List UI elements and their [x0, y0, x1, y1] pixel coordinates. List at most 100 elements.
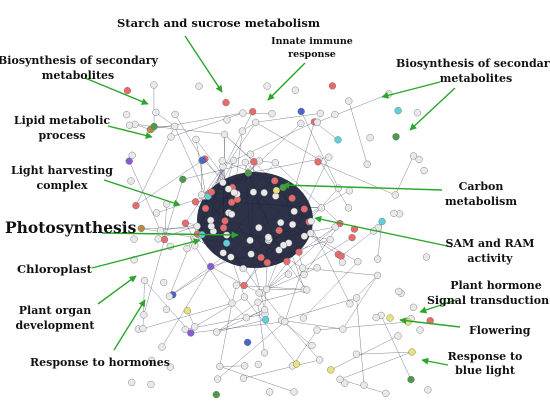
network-node: [326, 236, 334, 244]
network-node: [198, 191, 206, 199]
network-graph: [122, 81, 434, 399]
label-carbon-line1: Carbon: [459, 180, 504, 193]
network-node: [363, 160, 371, 168]
arrow-hormones: [113, 299, 146, 351]
network-edge: [308, 221, 351, 304]
network-node: [297, 119, 305, 128]
network-node: [346, 300, 354, 308]
network-node: [148, 356, 156, 365]
network-node: [241, 158, 249, 167]
network-edge: [317, 93, 389, 123]
network-edge: [316, 321, 409, 331]
network-node: [125, 157, 133, 165]
network-edge: [380, 315, 412, 380]
network-edge: [210, 266, 260, 294]
network-node: [140, 276, 149, 285]
label-blue-line1: Response to: [448, 350, 523, 363]
network-edge: [341, 230, 374, 257]
label-light-line1: Light harvesting: [11, 164, 113, 177]
network-node: [207, 216, 215, 224]
network-node: [313, 118, 321, 126]
network-node: [378, 217, 386, 226]
network-node: [239, 374, 248, 382]
network-node: [264, 233, 272, 241]
network-edge: [204, 158, 224, 183]
network-node: [244, 338, 252, 347]
network-node: [390, 209, 398, 218]
network-edge: [169, 266, 211, 297]
network-edge: [317, 161, 396, 196]
arrow-lipid: [107, 125, 153, 139]
network-node: [290, 388, 298, 396]
network-edge: [257, 289, 307, 303]
network-node: [191, 323, 199, 331]
annotation-arrows: [84, 35, 461, 366]
network-node: [395, 287, 403, 296]
network-node: [394, 107, 402, 115]
label-blue-line2: blue light: [455, 364, 516, 377]
network-node: [366, 134, 374, 142]
network-node: [262, 316, 270, 324]
label-chloroplast: Chloroplast: [17, 262, 93, 276]
arrow-chloroplast: [91, 238, 201, 269]
network-node: [249, 188, 258, 196]
network-node: [422, 253, 431, 261]
label-photosynthesis: Photosynthesis: [5, 218, 137, 237]
label-biosec-right-line1: Biosynthesis of secondary: [396, 57, 550, 70]
network-node: [336, 375, 344, 383]
network-node: [372, 314, 380, 322]
label-response-hormones: Response to hormones: [30, 356, 170, 369]
label-light-line2: complex: [36, 179, 88, 192]
network-node: [160, 236, 169, 244]
network-node: [352, 350, 361, 358]
network-edge: [356, 351, 413, 355]
network-node: [158, 343, 166, 351]
network-node: [230, 188, 238, 197]
network-node: [325, 153, 333, 161]
arrow-organ: [97, 275, 137, 305]
network-node: [261, 306, 269, 314]
network-node: [216, 362, 224, 371]
network-edge: [284, 321, 320, 361]
network-edge: [233, 121, 315, 161]
network-node: [195, 82, 203, 90]
network-node: [353, 294, 361, 302]
network-edge: [275, 162, 341, 224]
network-node: [299, 314, 308, 322]
network-node: [300, 205, 308, 213]
annotation-labels: Starch and sucrose metabolism Innate imm…: [0, 16, 550, 377]
label-hormone-sig-line1: Plant hormone: [450, 279, 542, 292]
network-edge: [135, 160, 203, 206]
network-node: [191, 198, 200, 206]
network-node: [257, 253, 265, 262]
network-node: [345, 97, 353, 105]
network-node: [219, 178, 227, 187]
network-node: [271, 159, 279, 167]
network-edge: [284, 267, 303, 322]
network-node: [123, 86, 132, 95]
arrow-carbon: [282, 181, 443, 191]
network-node: [137, 224, 145, 233]
network-node: [334, 184, 343, 192]
network-node: [191, 242, 199, 250]
network-node: [240, 293, 249, 301]
network-node: [263, 259, 271, 267]
network-node: [227, 253, 235, 261]
network-node: [331, 110, 339, 119]
network-edge: [242, 112, 273, 114]
network-edge: [244, 296, 297, 365]
network-node: [223, 239, 231, 247]
network-node: [250, 158, 258, 166]
network-node: [228, 210, 236, 218]
network-node: [314, 158, 322, 166]
label-biosec-left-line1: Biosynthesis of secondary: [0, 54, 159, 67]
network-node: [424, 386, 432, 394]
network-node: [413, 109, 422, 117]
network-node: [316, 356, 324, 364]
network-edge: [339, 351, 413, 380]
network-node: [199, 156, 207, 164]
network-edge: [164, 179, 184, 240]
network-node: [271, 177, 279, 185]
arrow-sam: [314, 215, 453, 248]
